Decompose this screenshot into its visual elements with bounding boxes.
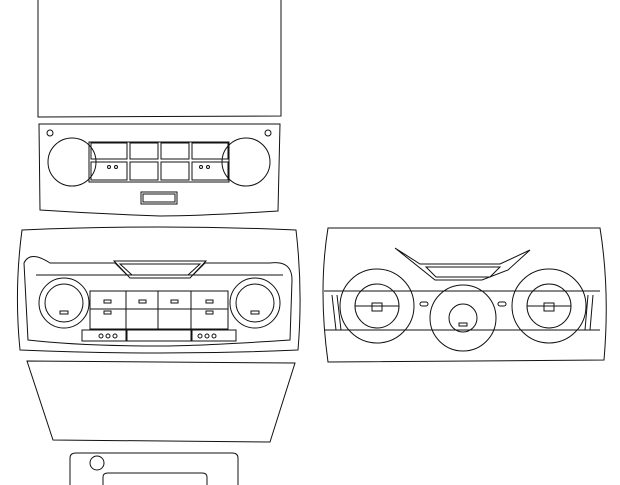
upper-trim-panel xyxy=(37,0,282,118)
button-icon xyxy=(89,455,105,471)
climate-control-panel xyxy=(322,227,607,363)
lower-trim-panel xyxy=(26,360,296,443)
mount-hole-icon xyxy=(46,129,54,137)
usb-slot xyxy=(140,191,178,205)
mount-hole-icon xyxy=(264,129,272,137)
console-bezel xyxy=(69,452,239,485)
rear-control-panel xyxy=(38,123,281,217)
front-control-panel xyxy=(16,226,301,354)
